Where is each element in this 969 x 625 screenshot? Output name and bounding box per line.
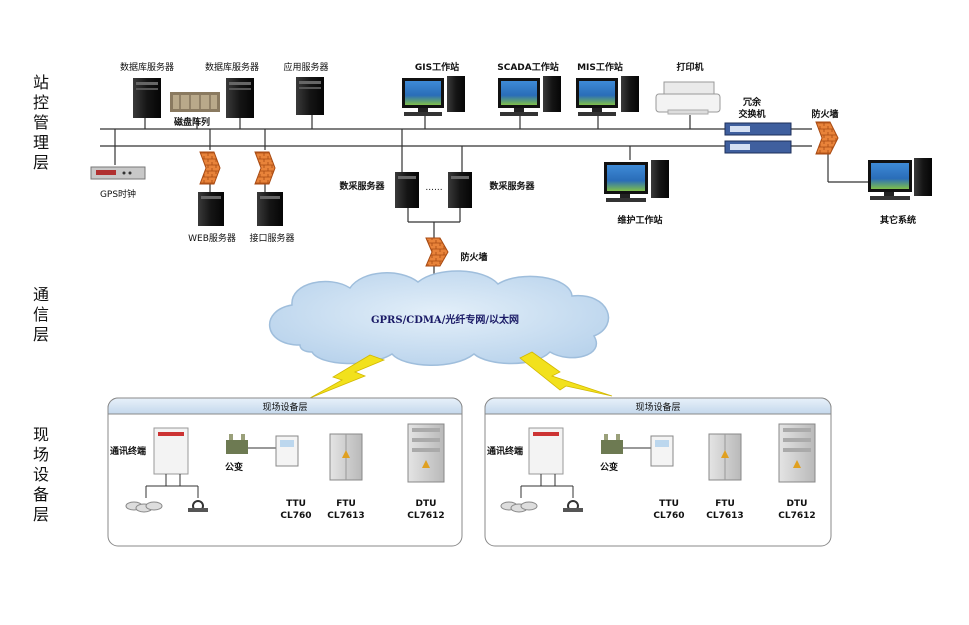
ftu-label: FTU [715,499,735,509]
other-system: 其它系统 [868,158,932,226]
firewall-center: 防火墙 [425,237,488,267]
ftu-label: FTU [336,499,356,509]
svg-text:数采服务器: 数采服务器 [339,180,385,192]
svg-text:MIS工作站: MIS工作站 [577,61,623,73]
dtu-model: CL7612 [778,511,815,521]
svg-text:打印机: 打印机 [676,61,703,73]
layer-label-field: 现 场 设 备 层 [33,425,49,524]
ct-sensor-icon [188,500,208,512]
maintenance-workstation: 维护工作站 [604,160,669,226]
gps-clock: GPS时钟 [90,166,146,200]
meter-sensors-icon [125,501,163,513]
dtu-cabinet-icon [778,423,816,483]
field-panel-title: 现场设备层 [635,401,680,413]
transformer-icon [601,434,623,454]
svg-text:层: 层 [33,505,49,524]
svg-text:设: 设 [33,465,49,484]
firewall-right: 防火墙 [811,108,839,155]
gis-workstation: GIS工作站 [402,61,465,116]
svg-text:数据库服务器: 数据库服务器 [205,61,259,73]
svg-text:WEB服务器: WEB服务器 [188,232,236,244]
svg-text:数采服务器: 数采服务器 [489,180,535,192]
svg-text:通: 通 [33,285,49,304]
web-server: WEB服务器 [188,192,236,244]
svg-text:冗余: 冗余 [742,96,762,108]
svg-text:应用服务器: 应用服务器 [283,61,328,73]
db-server-1: 数据库服务器 [120,61,174,118]
svg-text:防火墙: 防火墙 [460,251,487,263]
ttu-device-icon [650,435,674,467]
field-panel-left: 现场设备层 通讯终端 公变 TTU [107,397,463,547]
transformer-label: 公变 [600,461,618,473]
transformer-label: 公变 [225,461,243,473]
disk-array: 磁盘阵列 [170,92,220,128]
ct-sensor-icon [563,500,583,512]
ttu-model: CL760 [280,511,311,521]
svg-text:防火墙: 防火墙 [811,108,838,120]
svg-text:磁盘阵列: 磁盘阵列 [174,116,210,128]
svg-text:层: 层 [33,153,49,172]
svg-text:其它系统: 其它系统 [880,214,916,226]
transformer-icon [226,434,248,454]
ttu-model: CL760 [653,511,684,521]
acquisition-server-right: 数采服务器 [448,172,535,208]
svg-text:GIS工作站: GIS工作站 [415,61,459,73]
ttu-label: TTU [286,499,306,509]
meter-sensors-icon [500,501,538,513]
field-panel-right: 现场设备层 通讯终端 公变 TTU CL760 [484,397,832,547]
layer-label-station: 站 控 管 理 层 [33,73,49,172]
comm-terminal-label: 通讯终端 [487,445,523,457]
lightning-left-icon [309,354,386,399]
ttu-device-icon [275,435,299,467]
ellipsis: ...... [425,183,442,193]
comm-terminal-label: 通讯终端 [110,445,146,457]
ftu-cabinet-icon [708,433,742,481]
svg-text:SCADA工作站: SCADA工作站 [497,61,559,73]
svg-text:控: 控 [33,93,49,112]
scada-workstation: SCADA工作站 [497,61,561,116]
app-server: 应用服务器 [283,61,329,115]
printer: 打印机 [655,61,721,115]
layer-label-comm: 通 信 层 [33,285,49,344]
dtu-label: DTU [416,499,437,509]
field-panel-title: 现场设备层 [262,401,307,413]
svg-text:站: 站 [33,73,49,92]
svg-text:信: 信 [33,305,49,324]
svg-text:层: 层 [33,325,49,344]
svg-text:场: 场 [33,445,49,464]
svg-text:理: 理 [33,133,49,152]
svg-text:现: 现 [33,425,49,444]
svg-text:备: 备 [33,485,49,504]
acquisition-server-left: 数采服务器 [339,172,419,208]
svg-text:GPRS/CDMA/光纤专网/以太网: GPRS/CDMA/光纤专网/以太网 [371,313,519,326]
ftu-cabinet-icon [329,433,363,481]
dtu-model: CL7612 [407,511,444,521]
ftu-model: CL7613 [327,511,364,521]
dtu-cabinet-icon [407,423,445,483]
db-server-2: 数据库服务器 [205,61,259,118]
firewall-web-icon [199,151,221,185]
svg-text:维护工作站: 维护工作站 [617,214,662,226]
svg-text:GPS时钟: GPS时钟 [100,188,136,200]
lightning-right-icon [519,351,613,397]
ttu-label: TTU [659,499,679,509]
dtu-label: DTU [787,499,808,509]
firewall-interface-icon [254,151,276,185]
interface-server: 接口服务器 [249,192,295,244]
svg-text:交换机: 交换机 [738,108,765,120]
svg-text:管: 管 [33,113,49,132]
ftu-model: CL7613 [706,511,743,521]
comm-cloud: GPRS/CDMA/光纤专网/以太网 [268,270,610,366]
mis-workstation: MIS工作站 [576,61,639,116]
redundant-switch: 冗余 交换机 [724,96,792,154]
svg-text:数据库服务器: 数据库服务器 [120,61,174,73]
svg-text:接口服务器: 接口服务器 [249,232,294,244]
